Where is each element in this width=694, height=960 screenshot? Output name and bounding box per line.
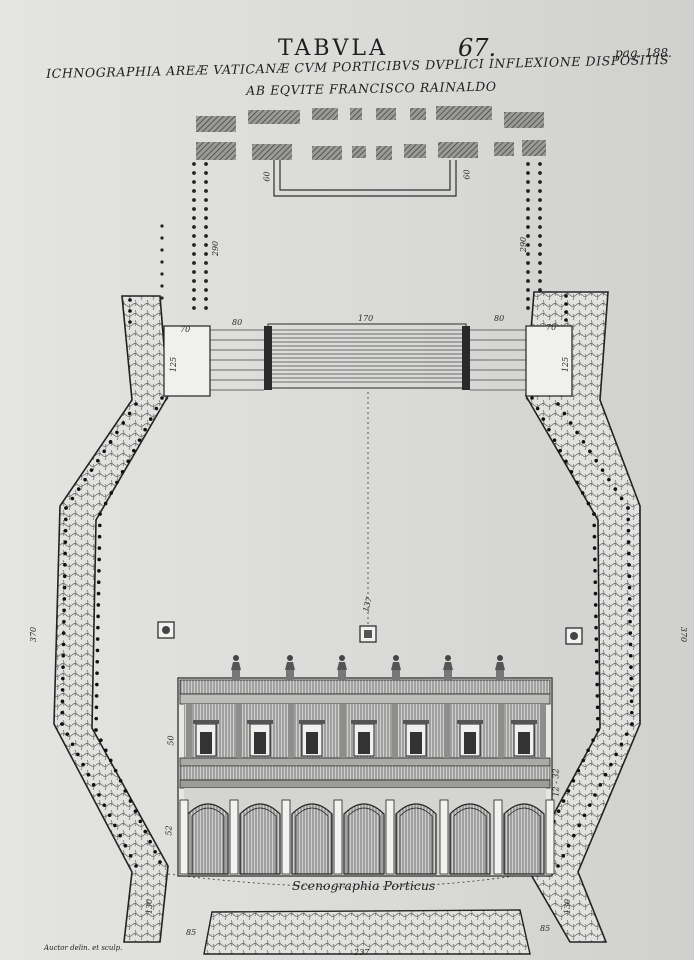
side-stairs: [210, 329, 526, 391]
bottom-entrance: [167, 873, 531, 955]
engraver-note: Auctor delin. et sculp.: [44, 944, 123, 952]
dim-125-left: 125: [169, 356, 179, 373]
corner-pavilions: [163, 325, 573, 397]
upper-court-outline: [273, 160, 457, 197]
page-reference: pag. 188.: [615, 46, 672, 60]
palace-block: [196, 106, 546, 160]
plate-title: TABVLA: [278, 36, 388, 61]
dim-237: 237: [354, 948, 370, 957]
central-stair: [264, 323, 470, 390]
dim-60-left: 60: [262, 171, 272, 182]
dim-80-left: 80: [232, 318, 243, 327]
portico-elevation: [177, 655, 555, 877]
dim-290-right: 290: [519, 236, 529, 253]
dim-130-left: 130: [145, 898, 155, 915]
fountain-right: [565, 627, 583, 645]
dim-elev-side: 12 - 32: [551, 768, 561, 797]
dim-130-right: 130: [563, 898, 573, 915]
dim-85-left: 85: [186, 928, 197, 937]
dim-370-right: 370: [679, 626, 689, 643]
dim-80-right: 80: [494, 314, 505, 323]
dim-70-right: 70: [546, 323, 557, 332]
dim-85-right: 85: [540, 924, 551, 933]
dim-70-left: 70: [180, 325, 191, 334]
dim-elev-50: 50: [166, 735, 176, 746]
dim-170: 170: [358, 314, 374, 323]
dim-60-right: 60: [462, 169, 472, 180]
plate-number: 67.: [458, 34, 497, 62]
dim-elev-52: 52: [164, 825, 174, 836]
dim-370-left: 370: [29, 626, 39, 643]
dim-125-right: 125: [561, 356, 571, 373]
corridor-colonnades: [160, 162, 542, 310]
right-portico-wing: [525, 291, 641, 943]
left-portico-wing: [53, 295, 169, 943]
wing-column-dots: [60, 294, 634, 868]
elevation-caption: Scenographia Porticus: [292, 878, 436, 893]
fountain-left: [157, 621, 175, 639]
dim-290-left: 290: [211, 240, 221, 257]
obelisk-marker: [359, 625, 377, 643]
